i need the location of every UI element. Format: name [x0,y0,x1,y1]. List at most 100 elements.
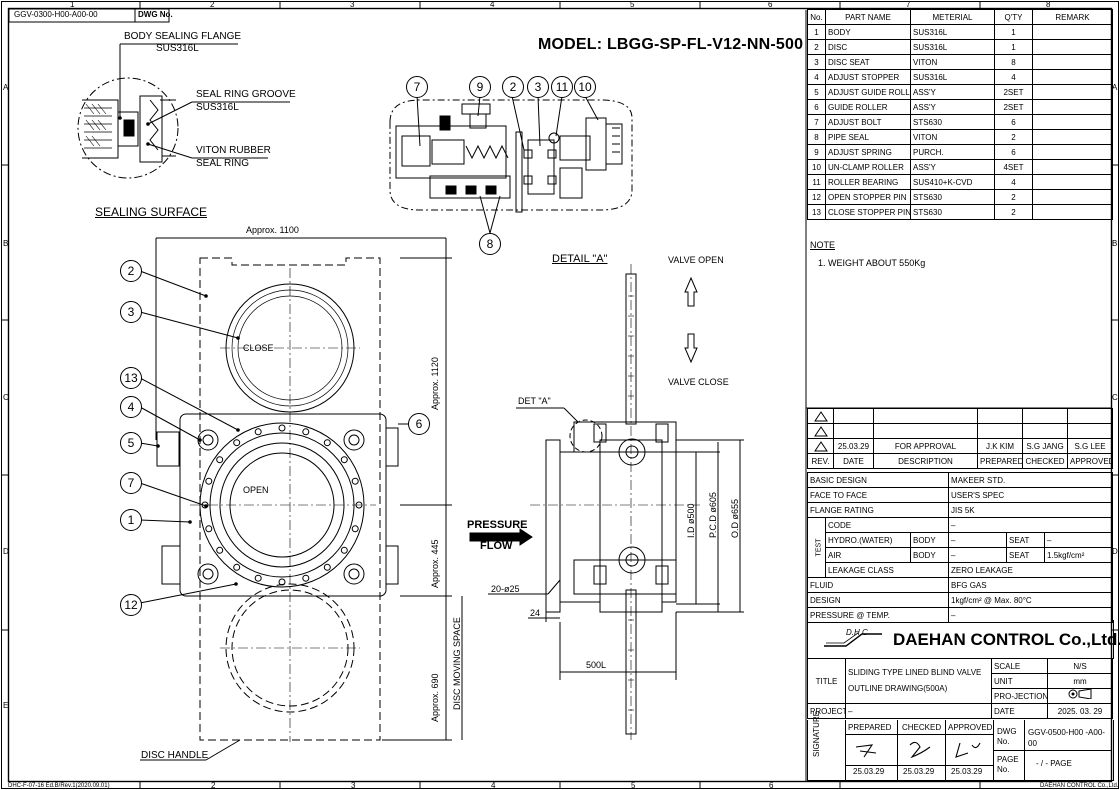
spec-air-body-val: – [948,547,1008,563]
part-name: UN-CLAMP ROLLER [825,159,911,175]
part-qty: 8 [994,54,1033,70]
parts-header-material: METERIAL [910,9,995,25]
part-name: ADJUST STOPPER [825,69,911,85]
part-name: BODY [825,24,911,40]
dim-id: I.D ø500 [686,503,696,538]
signature-block [807,720,1114,781]
spec-hydro-seat: SEAT [1006,532,1046,548]
zone-row-a: A [3,83,9,92]
spec-leak-value: ZERO LEAKAGE [948,562,1114,578]
bolt-hole [340,456,348,464]
dim-445: Approx. 445 [430,539,440,588]
balloon-13: 13 [120,367,142,389]
spec-test-label: TEST [807,517,826,578]
rev-checked: S.G JANG [1022,438,1068,454]
dim-pcd: P.C.D ø605 [708,492,718,538]
balloon-1: 1 [120,509,142,531]
zone-row-d-right: D [1112,547,1118,556]
part-remark [1032,144,1113,160]
dwg-ref-value: GGV-0300-H00-A00-00 [14,10,98,19]
sig-head-checked: CHECKED [902,723,942,732]
bolt-hole [216,456,224,464]
dwg-no-label: DWG No. [997,727,1017,746]
sig-date-approved: 25.03.29 [951,767,983,776]
part-no: 10 [807,159,826,175]
zone-col-6-bottom: 6 [769,781,774,790]
parts-header-qty: Q'TY [994,9,1033,25]
sig-head-approved: APPROVED [948,723,993,732]
page-no-value: - / - PAGE [1036,759,1072,768]
bolt-hole [278,578,286,586]
company-name: DAEHAN CONTROL Co.,Ltd. [893,630,1120,649]
spec-air-seat: SEAT [1006,547,1046,563]
rev-h-prep: PREPARED [977,453,1023,469]
part-material: SUS410+K-CVD [910,174,995,190]
part-name: DISC [825,39,911,55]
label-disc-moving-space: DISC MOVING SPACE [452,617,462,710]
bolt-hole [351,477,359,485]
part-name: OPEN STOPPER PIN [825,189,911,205]
company-logo-icon [822,630,884,648]
bolt-hole [340,546,348,554]
part-material: VITON [910,54,995,70]
callout-seal-ring: SEAL RING [196,158,249,169]
part-no: 5 [807,84,826,100]
balloon-detail-2: 2 [502,76,524,98]
part-remark [1032,99,1113,115]
dim-od: O.D ø655 [730,498,740,538]
dwg-ref-box [8,8,170,23]
company-logo-text: D.H.C [846,628,868,637]
bolt-hole [205,525,213,533]
part-name: PIPE SEAL [825,129,911,145]
bolt-hole [302,574,310,582]
balloon-5: 5 [120,432,142,454]
zone-col-7: 7 [906,0,911,9]
label-pressure: PRESSURE [467,519,528,531]
spec-basic-label: BASIC DESIGN [806,472,950,488]
bolt-hole [216,546,224,554]
label-det-a: DET "A" [518,396,551,406]
spec-face-value: USER'S SPEC [948,487,1114,503]
zone-row-b: B [3,239,9,248]
spec-flange-value: JIS 5K [948,502,1114,518]
part-material: ASS'Y [910,84,995,100]
projection-symbol-icon [1047,688,1113,704]
rev-row-blank-1 [807,408,1113,424]
part-name: ADJUST BOLT [825,114,911,130]
bolt-hole [278,424,286,432]
dim-width: Approx. 1100 [246,225,299,235]
callout-viton: VITON RUBBER [196,145,271,156]
rev-row-0: 25.03.29 FOR APPROVAL J.K KIM S.G JANG S… [807,438,1113,454]
part-remark [1032,39,1113,55]
part-remark [1032,24,1113,40]
roller-section-view [389,95,633,234]
part-no: 9 [807,144,826,160]
part-no: 13 [807,204,826,220]
label-flow: FLOW [480,540,513,552]
balloon-12: 12 [120,594,142,616]
rev-approved: S.G LEE [1067,438,1113,454]
balloon-detail-9: 9 [469,76,491,98]
zone-row-e: E [3,701,9,710]
part-no: 6 [807,99,826,115]
part-qty: 2 [994,129,1033,145]
part-no: 4 [807,69,826,85]
zone-col-2: 2 [210,0,215,9]
dim-24: 24 [530,608,541,618]
callout-seal-groove: SEAL RING GROOVE [196,89,296,100]
part-material: SUS316L [910,69,995,85]
spec-code-value: – [948,517,1114,533]
signatures-icon [855,741,981,759]
zone-row-b-right: B [1112,239,1118,248]
spec-face-label: FACE TO FACE [806,487,950,503]
bolt-hole [254,574,262,582]
part-qty: 2 [994,189,1033,205]
balloon-4: 4 [120,396,142,418]
scale-value: N/S [1047,658,1113,674]
rev-h-app: APPROVED [1067,453,1113,469]
parts-header-remark: REMARK [1032,9,1113,25]
